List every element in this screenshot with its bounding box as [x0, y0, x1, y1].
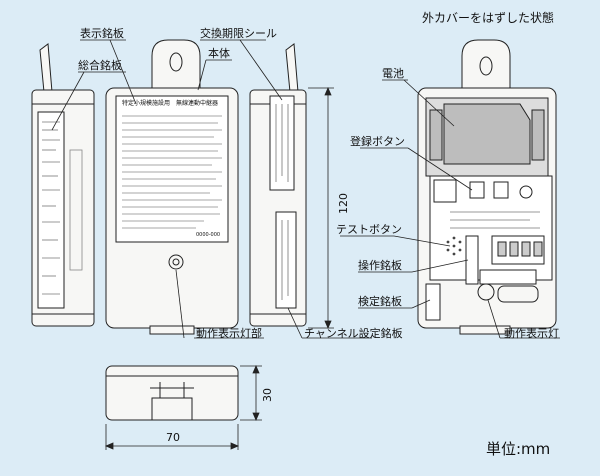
operation-plate-panel — [465, 235, 479, 285]
label-operation-plate: 操作銘板 — [358, 259, 402, 272]
dimension-lines — [104, 86, 334, 450]
label-channel-plate: チャンネル設定銘板 — [304, 327, 403, 340]
label-operation-lamp: 動作表示灯 — [504, 327, 559, 340]
label-inspection-plate: 検定銘板 — [358, 295, 402, 308]
bottom-view — [105, 365, 239, 421]
battery — [443, 103, 531, 165]
side-view-right — [249, 43, 307, 327]
plate-heading: 特定小規模施設用 無線連動中継器 — [122, 100, 219, 107]
front-view — [105, 39, 239, 335]
leader-lines — [51, 39, 560, 339]
label-register-button: 登録ボタン — [350, 135, 405, 148]
label-battery: 電池 — [382, 67, 404, 80]
dimension-width: 70 — [166, 431, 180, 444]
plate-footer: 0000-000 — [196, 232, 221, 238]
label-main-body: 本体 — [208, 47, 230, 60]
open-view — [417, 39, 557, 335]
label-general-plate: 総合銘板 — [78, 59, 122, 72]
inspection-plate-panel — [425, 283, 441, 321]
dimension-depth: 30 — [261, 388, 274, 402]
label-test-button: テストボタン — [336, 223, 402, 236]
channel-plate-panel — [275, 211, 297, 309]
label-display-plate: 表示銘板 — [80, 27, 124, 40]
display-plate-panel — [115, 95, 229, 243]
dimension-height: 120 — [337, 193, 350, 214]
unit-label: 単位:mm — [486, 440, 551, 458]
side-view-left — [31, 43, 95, 327]
label-cover-removed: 外カバーをはずした状態 — [422, 11, 555, 25]
label-operation-lamp-part: 動作表示灯部 — [196, 327, 262, 340]
label-replacement-seal: 交換期限シール — [200, 27, 277, 40]
